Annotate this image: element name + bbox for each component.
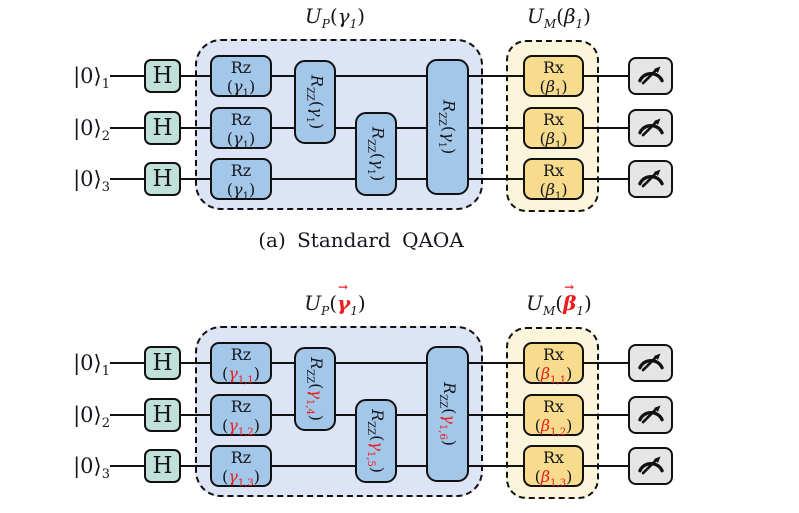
rx-gate-q3: Rx (β1)	[523, 158, 584, 202]
gate-parameter: (γ1)	[226, 77, 256, 100]
gate-parameter: (β1,1)	[534, 364, 573, 387]
measurement-gauge-icon	[637, 118, 664, 137]
qubit-state-label-3: |0⟩3	[73, 454, 110, 483]
qubit-wire-1	[110, 362, 640, 364]
circuit-multiangle-qaoa: UP(→γ1) UM(→β1) |0⟩1 |0⟩2 |0⟩3 H H H Rz …	[0, 280, 799, 513]
gate-parameter: (γ1,3)	[222, 467, 260, 490]
rz-gate-q2: Rz (γ1)	[210, 107, 272, 151]
rz-gate-q2: Rz (γ1,2)	[210, 394, 272, 438]
qubit-state-label-2: |0⟩2	[73, 403, 110, 432]
rx-gate-q1: Rx (β1,1)	[523, 342, 584, 386]
rzz-gate-q2q3: RZZ(γ1,5)	[355, 399, 397, 483]
qubit-state-label-1: |0⟩1	[73, 64, 110, 93]
rx-gate-q1: Rx (β1)	[523, 55, 584, 99]
rx-gate-q2: Rx (β1)	[523, 107, 584, 151]
measurement-box-q2	[628, 396, 673, 434]
cost-unitary-label: UP(→γ1)	[304, 280, 366, 318]
rzz-gate-q1q2: RZZ(γ1,4)	[294, 347, 336, 431]
rzz-gate-q2q3: RZZ(γ1)	[355, 112, 397, 196]
rz-gate-q1: Rz (γ1)	[210, 55, 272, 99]
hadamard-gate-q3: H	[144, 162, 181, 196]
cost-unitary-label: UP(γ1)	[304, 4, 366, 31]
gate-parameter: (γ1)	[226, 180, 256, 203]
rx-gate-q3: Rx (β1,3)	[523, 445, 584, 489]
vector-arrow-icon: →	[564, 280, 575, 294]
hadamard-gate-q1: H	[144, 346, 181, 380]
measurement-gauge-icon	[637, 456, 664, 475]
gate-parameter: (β1)	[539, 77, 568, 100]
rzz-gate-q1q3: RZZ(γ1)	[426, 59, 469, 195]
vector-arrow-icon: →	[338, 280, 349, 294]
rz-gate-q3: Rz (γ1)	[210, 158, 272, 202]
circuit-standard-qaoa: UP(γ1) UM(β1) |0⟩1 |0⟩2 |0⟩3 H H H Rz (γ…	[73, 4, 673, 252]
mixer-unitary-label: UM(β1)	[527, 4, 591, 31]
gate-parameter: (β1,3)	[534, 467, 573, 490]
figure-caption: (a) Standard QAOA	[258, 228, 464, 252]
gate-parameter: (β1,2)	[534, 416, 573, 439]
rx-gate-q2: Rx (β1,2)	[523, 394, 584, 438]
measurement-box-q3	[628, 160, 673, 198]
rz-gate-q3: Rz (γ1,3)	[210, 445, 272, 489]
rzz-gate-q1q2: RZZ(γ1)	[294, 60, 336, 144]
measurement-box-q1	[628, 57, 673, 95]
hadamard-gate-q1: H	[144, 59, 181, 93]
measurement-gauge-icon	[637, 405, 664, 424]
hadamard-gate-q3: H	[144, 449, 181, 483]
mixer-unitary-label: UM(→β1)	[526, 280, 592, 318]
gate-parameter: (β1)	[539, 180, 568, 203]
qubit-state-label-3: |0⟩3	[73, 167, 110, 196]
gate-parameter: (γ1,1)	[222, 364, 260, 387]
measurement-gauge-icon	[637, 169, 664, 188]
gate-parameter: (γ1)	[226, 129, 256, 152]
qubit-state-label-2: |0⟩2	[73, 116, 110, 145]
qubit-state-label-1: |0⟩1	[73, 351, 110, 380]
measurement-gauge-icon	[637, 353, 664, 372]
measurement-box-q1	[628, 344, 673, 382]
hadamard-gate-q2: H	[144, 398, 181, 432]
rz-gate-q1: Rz (γ1,1)	[210, 342, 272, 386]
gate-parameter: (γ1,2)	[222, 416, 260, 439]
measurement-box-q3	[628, 447, 673, 485]
hadamard-gate-q2: H	[144, 111, 181, 145]
rzz-gate-q1q3: RZZ(γ1,6)	[426, 346, 469, 482]
measurement-box-q2	[628, 109, 673, 147]
qubit-wire-1	[110, 75, 640, 77]
gate-parameter: (β1)	[539, 129, 568, 152]
measurement-gauge-icon	[637, 66, 664, 85]
